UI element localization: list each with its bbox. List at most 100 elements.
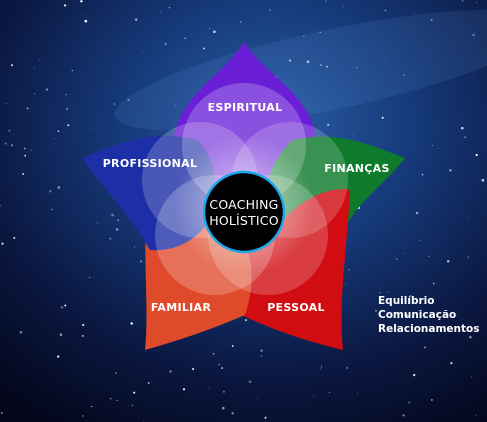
star: [174, 105, 177, 107]
star: [447, 260, 450, 263]
star: [164, 43, 167, 46]
star: [381, 116, 384, 119]
star: [119, 317, 121, 319]
star: [127, 98, 130, 102]
star: [356, 392, 358, 394]
star: [379, 291, 381, 294]
star: [110, 398, 112, 400]
star: [301, 41, 303, 43]
star: [469, 335, 472, 339]
star: [142, 51, 144, 53]
star: [57, 130, 60, 132]
star: [11, 144, 13, 147]
star: [113, 103, 116, 105]
star: [430, 18, 433, 21]
star: [71, 70, 73, 72]
star: [0, 204, 1, 207]
label-espiritual: ESPIRITUAL: [208, 101, 283, 114]
star: [346, 367, 348, 369]
star: [208, 27, 210, 29]
star: [109, 237, 112, 240]
star: [117, 219, 120, 222]
star: [450, 361, 453, 365]
star: [4, 142, 7, 145]
star: [182, 388, 186, 391]
star: [313, 395, 314, 397]
petal-pessoal: [231, 189, 350, 350]
star: [65, 107, 69, 111]
star: [402, 414, 405, 417]
star: [115, 372, 118, 374]
center-circle: [202, 170, 286, 254]
star: [45, 88, 49, 91]
star: [462, 318, 464, 320]
star: [303, 35, 305, 38]
star: [248, 380, 252, 384]
star: [57, 186, 61, 189]
star: [49, 190, 52, 193]
star: [30, 149, 32, 151]
star: [431, 399, 433, 401]
star: [57, 355, 60, 358]
star: [327, 123, 330, 126]
star: [348, 269, 350, 271]
star: [133, 391, 136, 394]
side-note-equilibrio: Equilíbrio: [378, 295, 434, 307]
star: [342, 5, 344, 7]
star: [0, 411, 3, 414]
star: [374, 309, 378, 312]
side-note-comunicacao: Comunicação: [378, 309, 456, 321]
star: [256, 397, 258, 399]
star: [466, 216, 468, 218]
star: [472, 33, 475, 37]
star: [476, 1, 478, 3]
star: [81, 15, 83, 17]
star: [467, 256, 469, 258]
side-note-relacionamentos: Relacionamentos: [378, 323, 480, 335]
star: [239, 21, 242, 23]
star: [59, 333, 63, 336]
star: [449, 169, 452, 172]
star: [384, 57, 386, 59]
star: [1, 242, 4, 245]
star: [231, 345, 234, 347]
star: [260, 349, 263, 352]
star: [319, 63, 322, 67]
star: [329, 391, 331, 393]
star: [84, 19, 88, 23]
star: [481, 178, 485, 182]
star: [470, 376, 473, 378]
star: [147, 382, 150, 384]
star: [345, 284, 347, 285]
star: [26, 107, 29, 110]
star: [90, 127, 92, 129]
star: [461, 126, 464, 130]
star: [89, 276, 91, 279]
star: [37, 371, 38, 373]
star: [131, 404, 134, 407]
star: [413, 12, 415, 14]
star: [474, 74, 476, 76]
star: [321, 366, 323, 368]
star: [111, 213, 114, 217]
star: [96, 222, 99, 224]
star: [245, 319, 247, 322]
star: [130, 322, 133, 325]
star: [212, 353, 215, 355]
label-pessoal: PESSOAL: [267, 301, 325, 314]
star: [81, 334, 84, 337]
star: [461, 0, 464, 2]
star: [289, 59, 292, 62]
star: [67, 124, 70, 127]
star: [401, 312, 404, 315]
star: [395, 258, 398, 261]
star: [260, 355, 262, 357]
star: [203, 47, 206, 50]
star: [408, 401, 410, 404]
star: [60, 306, 64, 309]
star: [82, 415, 84, 417]
star: [319, 31, 322, 34]
star: [65, 93, 67, 96]
star: [134, 246, 136, 248]
label-financas: FINANÇAS: [324, 162, 389, 175]
